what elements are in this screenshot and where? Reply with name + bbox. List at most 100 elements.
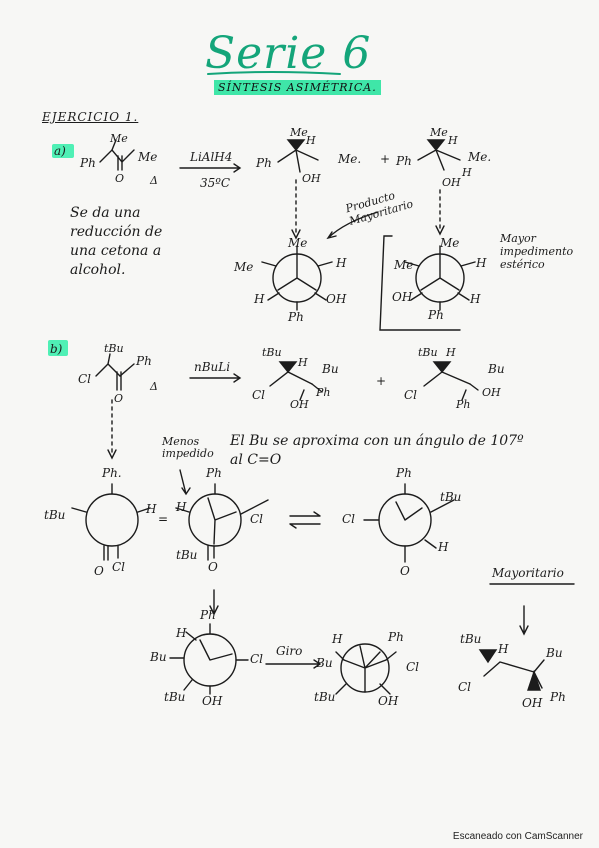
- atom-ph: Ph: [256, 156, 272, 170]
- atom-ph: Ph: [456, 398, 471, 411]
- atom-h: H: [462, 166, 472, 179]
- atom-cl: Cl: [78, 372, 92, 386]
- atom-h: H: [306, 134, 316, 147]
- atom-cl: Cl: [250, 652, 264, 666]
- approach-note: El Bu se aproxima con un ángulo de 107º …: [230, 433, 524, 468]
- atom-ph: Ph: [388, 630, 404, 644]
- atom-me: Me: [430, 126, 448, 139]
- atom-me: Me: [288, 236, 308, 250]
- atom-tbu: tBu: [44, 508, 66, 522]
- plus-sign: +: [380, 152, 391, 166]
- atom-ph: Ph: [206, 466, 222, 480]
- atom-bu: Bu: [546, 646, 563, 660]
- atom-ph: Ph: [136, 354, 152, 368]
- atom-ph: Ph: [316, 386, 331, 399]
- atom-h: H: [446, 346, 456, 359]
- delta-symbol: Δ: [150, 174, 158, 187]
- atom-tbu: tBu: [176, 548, 198, 562]
- atom-cl: Cl: [342, 512, 356, 526]
- atom-me: Me: [440, 236, 460, 250]
- atom-me: Me: [138, 150, 158, 164]
- page-subtitle: SÍNTESIS ASIMÉTRICA.: [214, 80, 381, 95]
- steric-note: Mayor impedimento estérico: [500, 232, 574, 271]
- atom-o: O: [400, 564, 410, 578]
- less-hindered-label: Menos impedido: [162, 435, 214, 460]
- atom-h: H: [146, 502, 157, 516]
- atom-ph: Ph: [396, 466, 412, 480]
- atom-ph: Ph: [288, 310, 304, 324]
- atom-ph: Ph: [396, 154, 412, 168]
- part-a-label: a): [54, 144, 66, 158]
- atom-cl: Cl: [406, 660, 420, 674]
- atom-me: Me: [234, 260, 254, 274]
- atom-h: H: [176, 626, 187, 640]
- temperature-a: 35ºC: [200, 176, 231, 190]
- atom-cl: Cl: [458, 680, 472, 694]
- plus-sign: +: [376, 374, 387, 388]
- atom-tbu: tBu: [418, 346, 438, 359]
- atom-h: H: [438, 540, 449, 554]
- atom-h: H: [476, 256, 487, 270]
- atom-o: O: [94, 564, 104, 578]
- reagent-b: nBuLi: [194, 360, 231, 374]
- rotation-label: Giro: [276, 644, 303, 658]
- highlight-b: [48, 340, 68, 356]
- page-title: Serie 6: [205, 28, 372, 79]
- atom-h: H: [332, 632, 343, 646]
- atom-oh: OH: [378, 694, 399, 708]
- reagent-a: LiAlH4: [190, 150, 233, 164]
- atom-tbu: tBu: [104, 342, 124, 355]
- delta-symbol: Δ: [150, 380, 158, 393]
- atom-tbu: tBu: [460, 632, 482, 646]
- atom-tbu: tBu: [440, 490, 462, 504]
- scanner-watermark: Escaneado con CamScanner: [452, 831, 583, 842]
- atom-ph: Ph: [80, 156, 96, 170]
- equals-sign: =: [158, 512, 169, 526]
- atom-oh: OH: [302, 172, 321, 185]
- atom-me: Me.: [468, 150, 492, 164]
- atom-me: Me: [290, 126, 308, 139]
- atom-bu: Bu: [488, 362, 505, 376]
- major-label: Mayoritario: [492, 566, 564, 580]
- atom-o: O: [114, 392, 124, 405]
- atom-h: H: [298, 356, 308, 369]
- atom-o: O: [115, 172, 125, 185]
- atom-h: H: [448, 134, 458, 147]
- atom-ph: Ph: [428, 308, 444, 322]
- atom-cl: Cl: [252, 388, 266, 402]
- atom-h: H: [470, 292, 481, 306]
- atom-h: H: [254, 292, 265, 306]
- atom-oh: OH: [326, 292, 347, 306]
- atom-me: Me.: [338, 152, 362, 166]
- atom-ph: Ph: [200, 608, 216, 622]
- exercise-heading: EJERCICIO 1.: [42, 110, 139, 124]
- atom-oh: OH: [442, 176, 461, 189]
- atom-h: H: [176, 500, 187, 514]
- atom-cl: Cl: [250, 512, 264, 526]
- atom-tbu: tBu: [164, 690, 186, 704]
- atom-ph: Ph.: [102, 466, 122, 480]
- atom-oh: OH: [482, 386, 501, 399]
- atom-h: H: [498, 642, 509, 656]
- atom-oh: OH: [290, 398, 309, 411]
- atom-h: H: [336, 256, 347, 270]
- atom-tbu: tBu: [314, 690, 336, 704]
- atom-bu: Bu: [322, 362, 339, 376]
- atom-cl: Cl: [112, 560, 126, 574]
- atom-me: Me: [394, 258, 414, 272]
- reduction-note: Se da una reducción de una cetona a alco…: [70, 205, 163, 278]
- atom-ph: Ph: [550, 690, 566, 704]
- atom-cl: Cl: [404, 388, 418, 402]
- atom-o: O: [208, 560, 218, 574]
- atom-me: Me: [110, 132, 128, 145]
- highlight-a: [52, 144, 74, 158]
- atom-bu: Bu: [316, 656, 333, 670]
- atom-oh: OH: [392, 290, 413, 304]
- atom-tbu: tBu: [262, 346, 282, 359]
- atom-oh: OH: [202, 694, 223, 708]
- atom-bu: Bu: [150, 650, 167, 664]
- atom-oh: OH: [522, 696, 543, 710]
- part-b-label: b): [50, 342, 63, 356]
